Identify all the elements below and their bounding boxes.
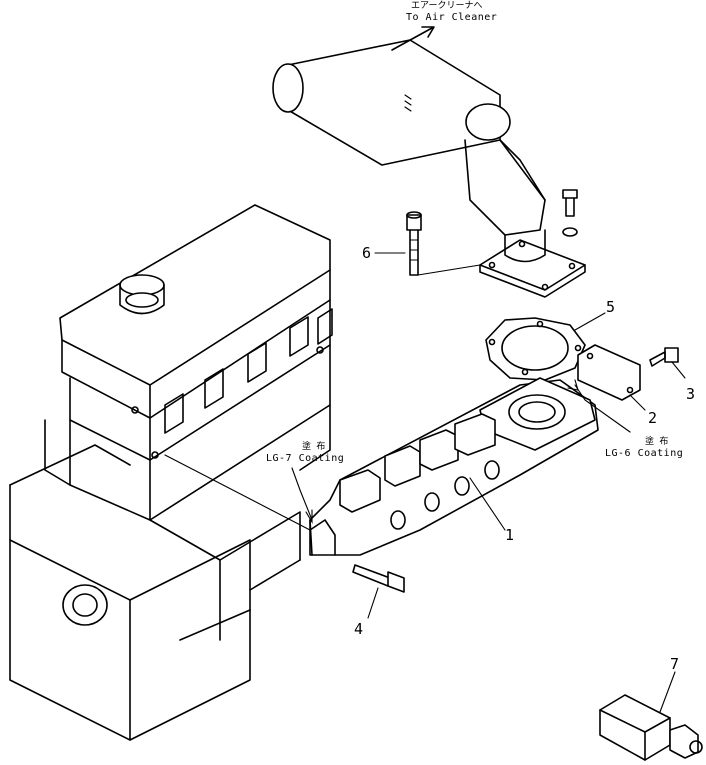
flange-bolt bbox=[562, 189, 578, 237]
part-number-3: 3 bbox=[686, 385, 696, 403]
lg6-coating-label-en: LG-6 Coating bbox=[605, 448, 684, 459]
lg7-coating-label-jp: 塗 布 bbox=[302, 442, 326, 452]
sensor-7 bbox=[599, 671, 703, 761]
lg6-coating-label-jp: 塗 布 bbox=[645, 437, 669, 447]
air-cleaner-label-en: To Air Cleaner bbox=[406, 12, 498, 23]
stud-6 bbox=[374, 211, 481, 276]
engine-block bbox=[9, 204, 333, 741]
intake-pipe bbox=[272, 26, 586, 298]
exhaust-manifold-1 bbox=[164, 377, 599, 556]
part-number-2: 2 bbox=[648, 409, 658, 427]
part-number-7: 7 bbox=[670, 655, 680, 673]
air-cleaner-label-jp: エアークリーナへ bbox=[411, 1, 483, 11]
cover-plate-2 bbox=[577, 344, 646, 411]
part-number-6: 6 bbox=[362, 244, 372, 262]
bolt-4 bbox=[352, 564, 405, 619]
part-number-5: 5 bbox=[606, 298, 616, 316]
bolt-3 bbox=[649, 347, 686, 379]
part-number-4: 4 bbox=[354, 620, 364, 638]
part-number-1: 1 bbox=[505, 526, 515, 544]
leader-lines bbox=[291, 379, 631, 524]
lg7-coating-label-en: LG-7 Coating bbox=[266, 453, 345, 464]
